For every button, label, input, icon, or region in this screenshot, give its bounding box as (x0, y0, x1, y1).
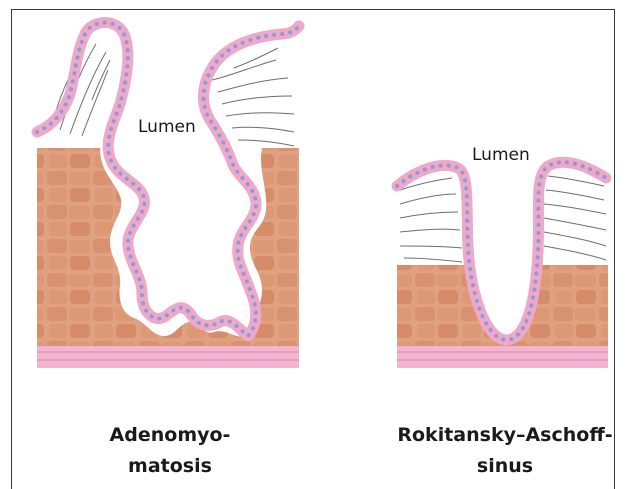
adenomyomatosis-panel: Lumen (37, 18, 299, 368)
caption-adenomyomatosis: Adenomyo- matosis (70, 420, 270, 482)
caption-line-1: Rokitansky–Aschoff- (385, 420, 625, 451)
caption-rokitansky-aschoff-sinus: Rokitansky–Aschoff- sinus (385, 420, 625, 482)
serosa-layer (397, 346, 608, 368)
caption-line-2: sinus (385, 451, 625, 482)
caption-line-1: Adenomyo- (70, 420, 270, 451)
lumen-label-left: Lumen (138, 117, 196, 137)
rokitansky-aschoff-panel: Lumen (397, 145, 608, 368)
caption-line-2: matosis (70, 451, 270, 482)
stroma-lines-sinus-right (544, 176, 606, 260)
stroma-lines-sinus-left (400, 178, 462, 262)
serosa-layer (37, 346, 299, 368)
lumen-label-right: Lumen (472, 145, 530, 165)
